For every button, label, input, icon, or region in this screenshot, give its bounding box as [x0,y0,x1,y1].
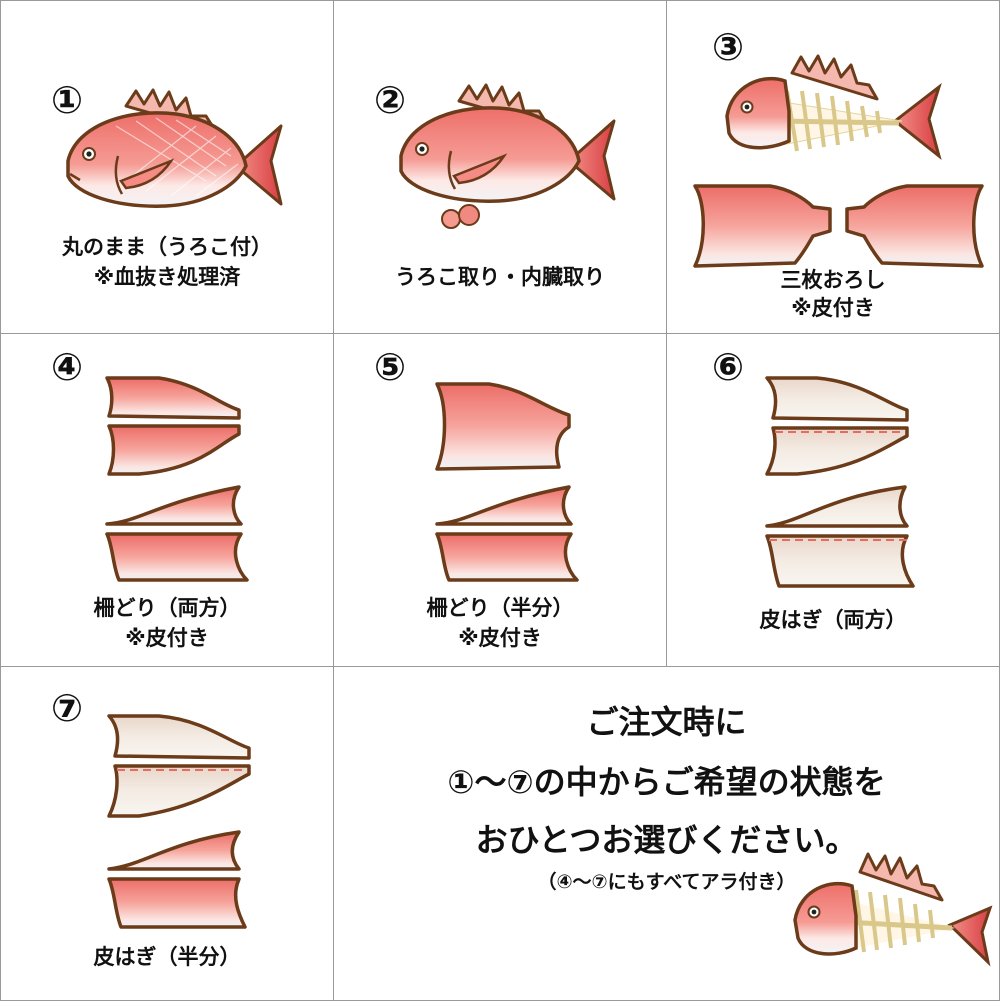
fish-skeleton-illustration [725,54,942,161]
panel-skinless-both: ⑥ 皮はぎ（両方） [666,333,1000,667]
caption-line-1: 丸のまま（うろこ付） [62,235,272,259]
panel-number: ④ [51,345,84,389]
panel-skinless-half: ⑦ 皮はぎ（半分） [0,666,334,1001]
panel-number: ⑥ [712,345,745,389]
caption-line-1: 柵どり（両方） [93,596,241,620]
caption-line-2: ※血抜き処理済 [93,265,241,289]
panel-number: ① [51,78,84,122]
caption-line-1: 三枚おろし [780,268,886,292]
panel-number: ⑤ [374,345,407,389]
caption-line-2: ※皮付き [125,626,209,650]
skinless-half-upper-illustration [107,714,251,818]
instruction-note: （④〜⑦にもすべてアラ付き） [537,871,796,893]
scaled-gutted-fish-illustration [399,83,616,229]
panel-scaled-gutted: ② うろこ取り・内臓取り [333,0,667,334]
fillet-half-lower-illustration [107,830,247,929]
panel-number: ③ [712,25,745,69]
caption-line-1: 皮はぎ（両方） [759,608,907,632]
fish-skeleton-mascot-icon [793,852,993,967]
saku-block-upper-illustration [105,376,241,476]
instruction-line-3: おひとつお選びください。 [475,821,858,859]
panel-number: ② [374,78,407,122]
caption-line-1: 柵どり（半分） [426,596,574,620]
saku-half-upper-illustration [435,382,571,471]
whole-fish-with-scales-illustration [66,88,283,208]
caption-line-1: うろこ取り・内臓取り [395,265,605,289]
instruction-line-2: ①〜⑦の中からご希望の状態を [447,763,886,801]
fillet-right-illustration [845,184,984,268]
panel-whole-fish: ① 丸のまま（うろこ付） ※血抜き処理済 [0,0,334,334]
skinless-block-lower-illustration [765,485,915,588]
skinless-block-upper-illustration [765,376,909,476]
panel-three-piece-fillet: ③ 三枚おろし ※皮付き [666,0,1000,334]
caption-line-2: ※皮付き [791,296,875,320]
saku-half-lower-illustration [435,485,579,582]
panel-saku-half: ⑤ 柵どり（半分） ※皮付き [333,333,667,667]
caption-line-1: 皮はぎ（半分） [93,945,241,969]
caption-line-2: ※皮付き [458,626,542,650]
saku-block-lower-illustration [105,485,249,582]
instruction-line-1: ご注文時に [586,703,747,741]
panel-number: ⑦ [51,686,84,730]
panel-saku-both: ④ 柵どり（両方） ※皮付き [0,333,334,667]
fillet-left-illustration [693,184,832,268]
